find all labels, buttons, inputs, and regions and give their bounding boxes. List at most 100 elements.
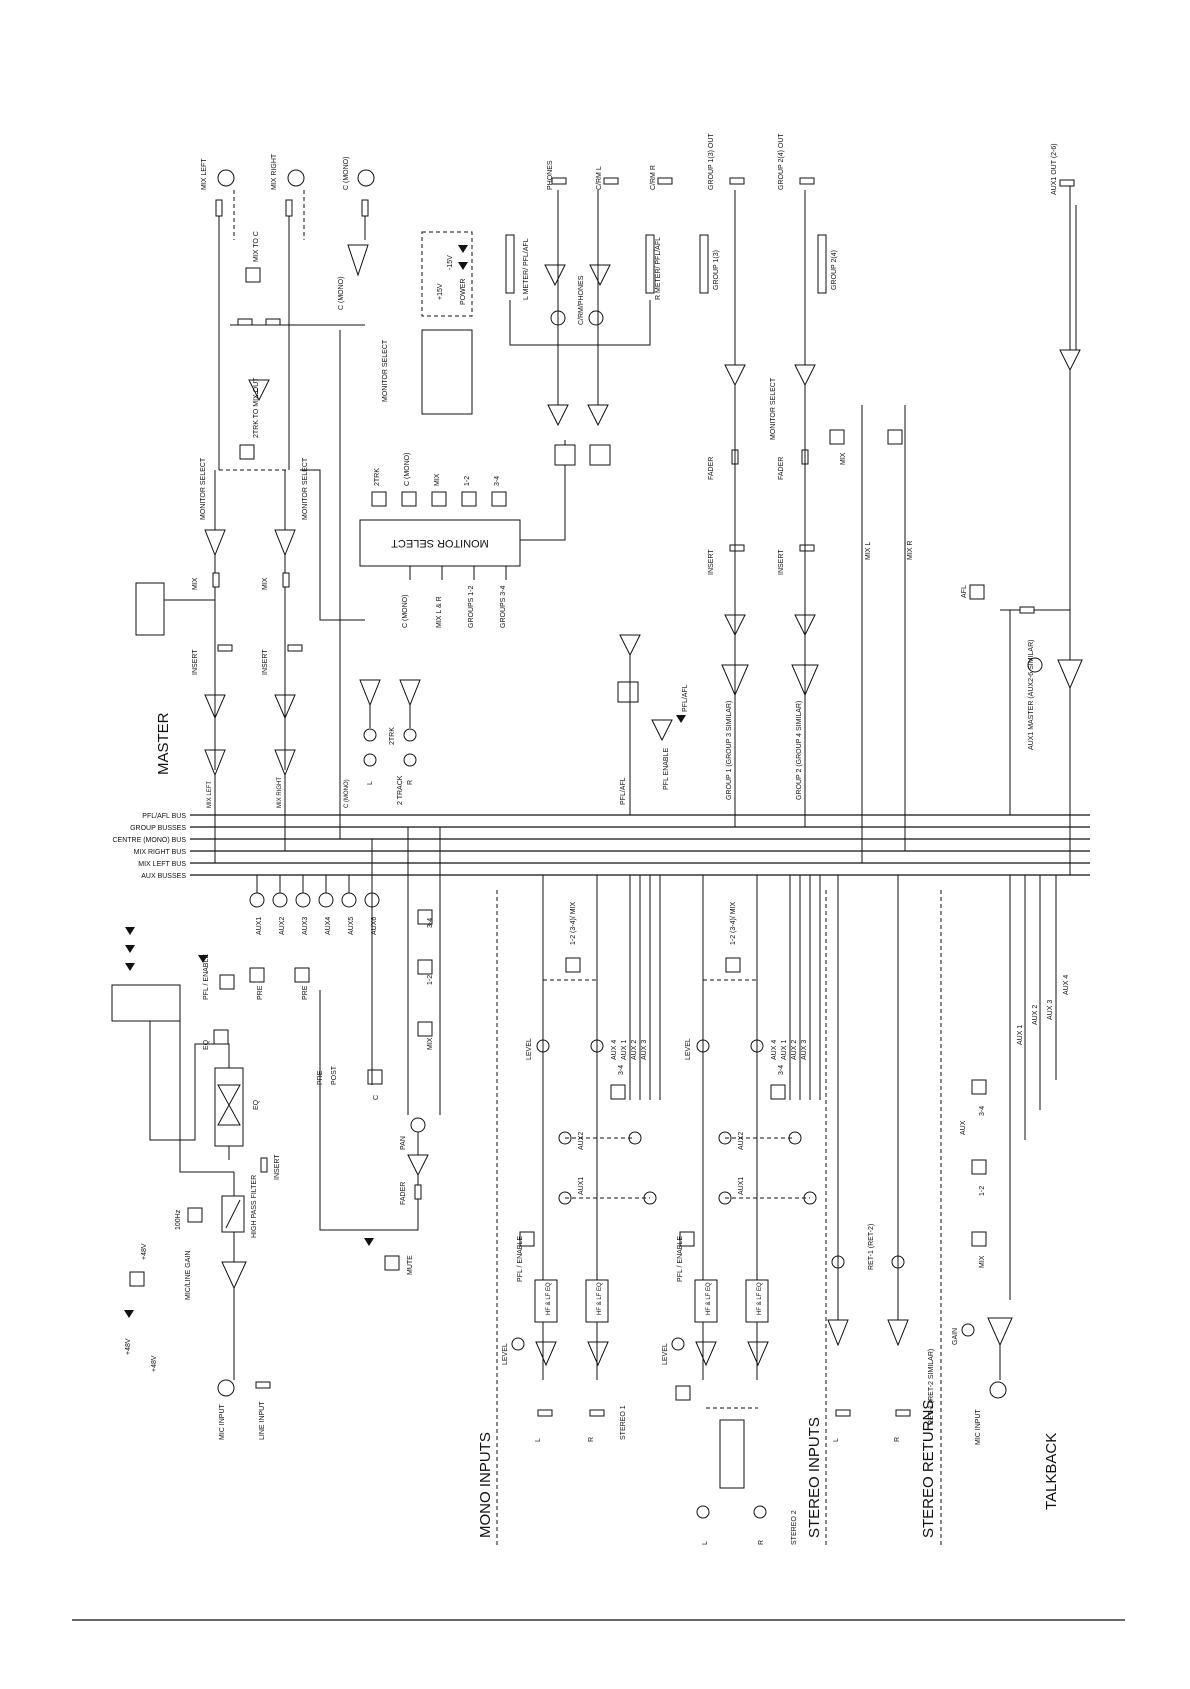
pot-stereo-aux2-l-icon[interactable]: [718, 1131, 732, 1145]
monitor-btn-mix[interactable]: [431, 491, 447, 507]
pot-ret-l-icon[interactable]: [831, 1255, 845, 1269]
pot-mono-level-l-icon[interactable]: [536, 1039, 550, 1053]
pot-talkback-gain-icon[interactable]: [961, 1323, 975, 1337]
pot-stereo-level-l-icon[interactable]: [696, 1039, 710, 1053]
fader-mono[interactable]: [414, 1184, 422, 1200]
route-mix-button[interactable]: [417, 1021, 433, 1037]
monitor-btn-34[interactable]: [491, 491, 507, 507]
monitor-btn-12[interactable]: [461, 491, 477, 507]
mute-button[interactable]: [384, 1255, 400, 1271]
jack-crm-r[interactable]: [657, 177, 673, 185]
mono-34-button[interactable]: [610, 1084, 626, 1100]
stereo-pfl-enable-button[interactable]: [679, 1231, 695, 1247]
jack-phones[interactable]: [551, 177, 567, 185]
jack-crm-l[interactable]: [603, 177, 619, 185]
label-monitor-select-right: MONITOR SELECT: [302, 457, 309, 520]
xlr-mix-left-icon: [217, 169, 235, 187]
pot-pan-icon[interactable]: [410, 1117, 426, 1133]
pot-mono-in-level-icon[interactable]: [511, 1337, 525, 1351]
stereo-34-button[interactable]: [770, 1084, 786, 1100]
monitor-label-c-mono: C (MONO): [404, 453, 411, 486]
jack-mono-l[interactable]: [537, 1409, 553, 1417]
label-stereo-aux-line-4: AUX 4: [771, 1040, 778, 1060]
mix-to-c-button[interactable]: [245, 267, 261, 283]
group2-mix-button[interactable]: [887, 429, 903, 445]
pot-crm-phones-r-icon[interactable]: [588, 310, 604, 326]
jack-mono-r[interactable]: [589, 1409, 605, 1417]
pot-mono-aux1-l-icon[interactable]: [558, 1191, 572, 1205]
label-crm-phones: C/RM/PHONES: [578, 275, 585, 325]
eq-button[interactable]: [213, 1029, 229, 1045]
pot-aux1-icon[interactable]: [249, 892, 265, 908]
mono-route-button[interactable]: [565, 957, 581, 973]
led-plus15-icon: [458, 245, 468, 253]
mono-pfl-enable-button[interactable]: [519, 1231, 535, 1247]
pot-aux5-icon[interactable]: [341, 892, 357, 908]
group-mix-button[interactable]: [829, 429, 845, 445]
monitor-label-12: 1-2: [464, 476, 471, 486]
pot-aux1-master-icon[interactable]: [1027, 657, 1043, 673]
talkback-mix-button[interactable]: [971, 1231, 987, 1247]
jack-ret-r[interactable]: [895, 1409, 911, 1417]
pre-button-1[interactable]: [249, 967, 265, 983]
pot-two-trk-l-icon[interactable]: [363, 728, 377, 742]
fader-mix-right[interactable]: [282, 572, 290, 588]
talkback-12-button[interactable]: [971, 1159, 987, 1175]
label-talkback-12: 1-2: [979, 1186, 986, 1196]
stereo-mono-button[interactable]: [675, 1385, 691, 1401]
pot-aux3-icon[interactable]: [295, 892, 311, 908]
hpf-100hz-button[interactable]: [187, 1207, 203, 1223]
route-c-button[interactable]: [367, 1069, 383, 1085]
jack-group1-insert[interactable]: [729, 544, 745, 552]
jack-line-input[interactable]: [255, 1381, 271, 1389]
monitor-select-title: MONITOR SELECT: [391, 537, 489, 549]
label-crm-r: C/RM R: [650, 165, 657, 190]
jack-aux1-out[interactable]: [1059, 179, 1075, 187]
pot-mono-level-r-icon[interactable]: [590, 1039, 604, 1053]
label-mix-left-sum: MIX LEFT: [207, 781, 213, 808]
pot-stereo-aux1-l-icon[interactable]: [718, 1191, 732, 1205]
pot-aux4-icon[interactable]: [318, 892, 334, 908]
jack-insert-l[interactable]: [217, 644, 233, 652]
fader-mix-left[interactable]: [212, 572, 220, 588]
jack-group2-out[interactable]: [799, 177, 815, 185]
p48-button[interactable]: [129, 1271, 145, 1287]
sum-r-amp-icon: [274, 749, 296, 777]
pre-button-2[interactable]: [294, 967, 310, 983]
label-stereo-aux-line-3: AUX 3: [801, 1040, 808, 1060]
label-mono-route: 1-2 (3-4)/ MIX: [570, 901, 577, 945]
pot-stereo-in-level-icon[interactable]: [671, 1337, 685, 1351]
label-talkback-aux: AUX: [960, 1120, 967, 1135]
afl-button[interactable]: [969, 584, 985, 600]
label-aux1: AUX1: [256, 917, 263, 935]
aux-master-section: AUX1 OUT (2-6) AFL AUX1 MASTER (AUX2-6 S…: [961, 143, 1083, 875]
route-12-button[interactable]: [417, 959, 433, 975]
talkback-34-button[interactable]: [971, 1079, 987, 1095]
meter-r-icon: [645, 234, 655, 294]
trk-to-mix-button[interactable]: [239, 444, 255, 460]
pot-ret-r-icon[interactable]: [891, 1255, 905, 1269]
label-group-monitor-select: MONITOR SELECT: [770, 377, 777, 440]
monitor-btn-c-mono[interactable]: [401, 491, 417, 507]
jack-insert-r[interactable]: [287, 644, 303, 652]
pot-stereo-level-r-icon[interactable]: [750, 1039, 764, 1053]
pot-two-trk-r-icon[interactable]: [403, 728, 417, 742]
route-34-button[interactable]: [417, 909, 433, 925]
label-eq-button: EQ: [203, 1039, 210, 1050]
pot-mono-aux2-l-icon[interactable]: [558, 1131, 572, 1145]
jack-insert-mono[interactable]: [260, 1157, 268, 1173]
pfl-enable-button[interactable]: [219, 974, 235, 990]
stereo-route-button[interactable]: [725, 957, 741, 973]
aux1-out-amp-icon: [1059, 349, 1081, 372]
power-indicator: +15V -15V POWER: [421, 231, 473, 415]
pot-aux2-icon[interactable]: [272, 892, 288, 908]
jack-group1-out[interactable]: [729, 177, 745, 185]
label-mix-left-out: MIX LEFT: [201, 158, 208, 190]
jack-group2-insert[interactable]: [799, 544, 815, 552]
label-mix-right-sum: MIX RIGHT: [277, 777, 283, 808]
fader-amp-icon: [407, 1154, 429, 1177]
label-stereo-aux-line-1: AUX 1: [781, 1040, 788, 1060]
monitor-btn-2trk[interactable]: [371, 491, 387, 507]
label-group-mix-r: MIX R: [907, 541, 914, 560]
jack-ret-l[interactable]: [835, 1409, 851, 1417]
